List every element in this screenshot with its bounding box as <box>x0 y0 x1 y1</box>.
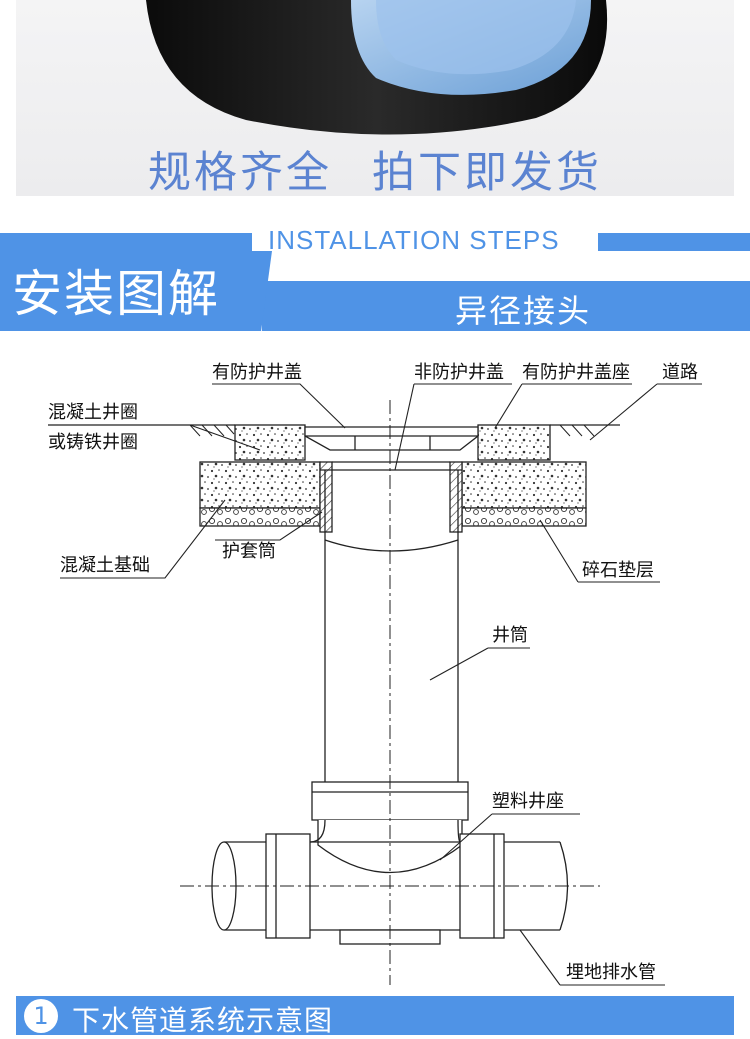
label-shaft: 井筒 <box>492 625 528 646</box>
header-title: 安装图解 <box>12 265 220 323</box>
label-gravel-layer: 碎石垫层 <box>582 560 654 581</box>
header-sub-bar <box>262 281 750 331</box>
label-sleeve: 护套筒 <box>222 541 276 562</box>
header-line-right <box>598 233 750 251</box>
header-english: INSTALLATION STEPS <box>268 225 560 255</box>
label-plastic-seat: 塑料井座 <box>492 791 564 812</box>
caption-text: 下水管道系统示意图 <box>72 1004 334 1037</box>
caption-bar <box>16 996 734 1035</box>
header-title-box <box>0 251 272 331</box>
slogan-left: 规格齐全 <box>148 148 332 198</box>
label-iron-ring: 或铸铁井圈 <box>48 432 138 453</box>
header-subtitle: 异径接头 <box>455 292 592 330</box>
caption-number-badge: 1 <box>24 999 58 1033</box>
label-unprotected-cover: 非防护井盖 <box>414 362 504 383</box>
label-concrete-ring: 混凝土井圈 <box>48 402 138 423</box>
label-road: 道路 <box>662 362 698 383</box>
product-photo <box>16 0 734 196</box>
slogan-right: 拍下即发货 <box>372 148 602 198</box>
label-drain-pipe: 埋地排水管 <box>566 962 656 983</box>
label-concrete-base: 混凝土基础 <box>60 555 150 576</box>
label-protected-cover-seat: 有防护井盖座 <box>522 362 630 383</box>
drainage-system-diagram: 有防护井盖 非防护井盖 有防护井盖座 道路 混凝土井圈 或铸铁井圈 混凝土基础 … <box>48 362 702 986</box>
header-line-left <box>0 233 252 251</box>
pipe-fitting-image <box>146 0 608 135</box>
label-protected-cover: 有防护井盖 <box>212 362 302 383</box>
slogan: 规格齐全拍下即发货 <box>0 138 750 200</box>
